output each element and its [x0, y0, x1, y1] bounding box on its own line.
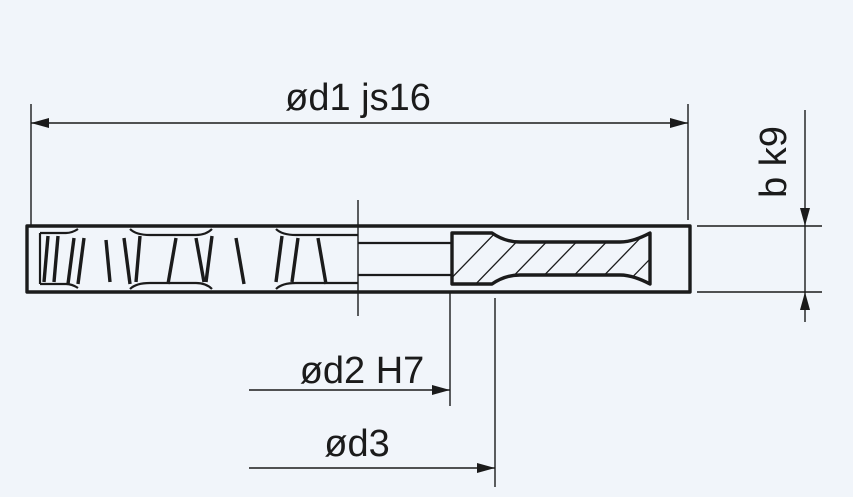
dimension-b: b k9 [753, 110, 810, 322]
segment-teeth [42, 235, 328, 285]
dimension-d3: ød3 [249, 423, 495, 473]
dimension-label-d3: ød3 [324, 423, 389, 465]
dimension-label-d1: ød1 js16 [285, 77, 431, 119]
dimension-label-d2: ød2 H7 [300, 350, 425, 392]
hatched-section [450, 231, 652, 286]
dimension-d1: ød1 js16 [31, 77, 688, 128]
extension-lines [30, 104, 822, 487]
dimension-label-b: b k9 [753, 126, 795, 198]
dimension-d2: ød2 H7 [249, 350, 450, 395]
